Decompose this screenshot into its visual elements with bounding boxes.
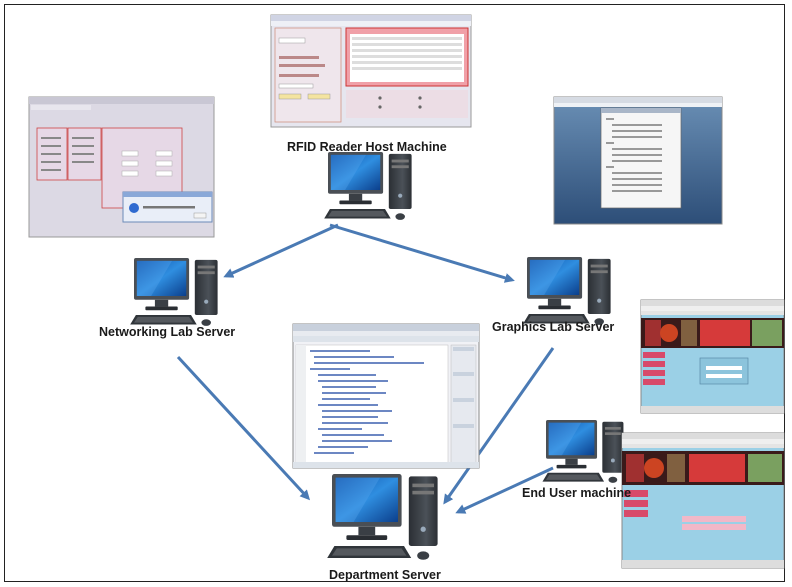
code-editor-screenshot (292, 323, 480, 469)
diagram-frame (4, 4, 785, 582)
arrow-rfid-to-networking (223, 223, 339, 278)
networking-server-computer (130, 258, 218, 326)
department-server-computer (327, 474, 438, 560)
graphics-server-computer (523, 257, 611, 325)
label-end-user: End User machine (522, 486, 632, 500)
arrow-networking-to-department (176, 355, 311, 501)
connection-arrows (176, 223, 555, 514)
graphics-app-screenshot (553, 96, 723, 225)
networking-app-screenshot (28, 96, 215, 238)
rfid-host-computer (324, 152, 412, 220)
arrow-enduser-to-department (455, 466, 554, 514)
rfid-app-screenshot (270, 14, 472, 128)
label-graphics-server: Graphics Lab Server (492, 320, 615, 334)
end-user-computer (542, 420, 624, 483)
label-rfid-host: RFID Reader Host Machine (287, 140, 447, 154)
arrow-graphics-to-department (443, 347, 555, 505)
label-department-server: Department Server (329, 568, 441, 582)
label-networking-server: Networking Lab Server (99, 325, 236, 339)
web-page-screenshot-2 (621, 432, 785, 569)
arrow-rfid-to-graphics (329, 223, 515, 283)
web-page-screenshot-1 (640, 299, 785, 414)
